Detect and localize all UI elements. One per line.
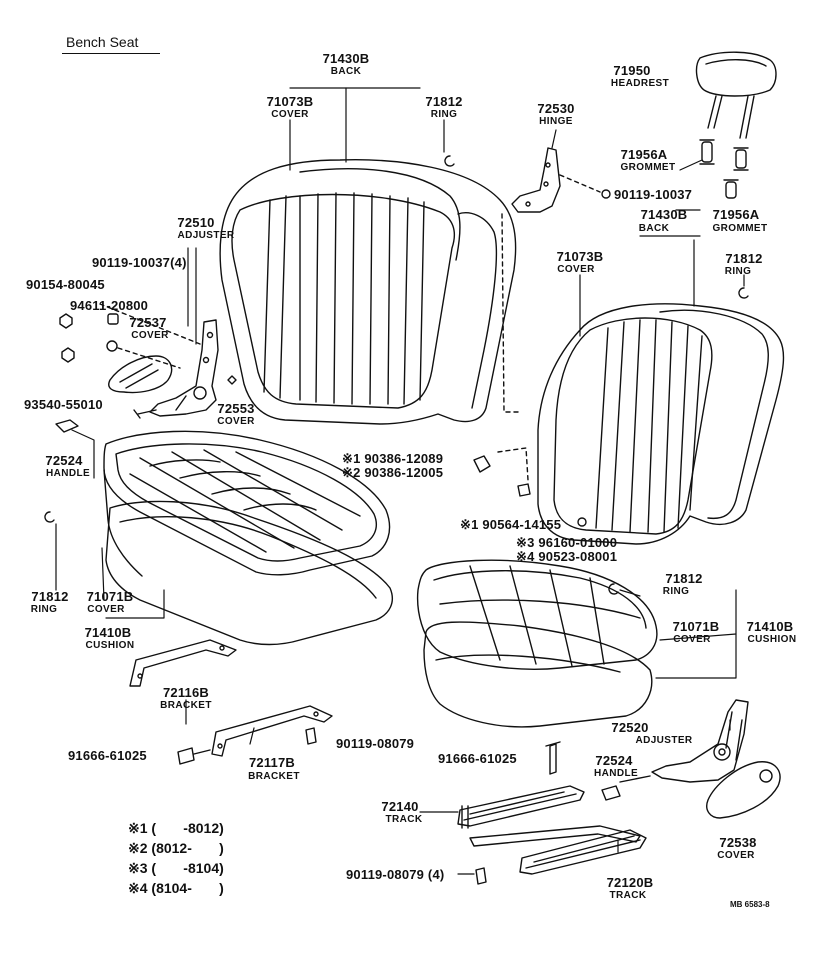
callout-bracket-2-desc: BRACKET — [248, 771, 300, 782]
callout-cover-right-pn: 71073B — [556, 249, 604, 264]
callout-cover-adj-pn: 72537 — [129, 315, 167, 330]
callout-part-s4-pn: ※4 90523-08001 — [516, 549, 618, 564]
callout-ring-right-desc: RING — [724, 266, 752, 277]
seat-back-right — [537, 303, 785, 545]
callout-back-right-desc: BACK — [638, 223, 670, 234]
seat-back-left — [219, 159, 517, 425]
callout-cushion-left-desc: CUSHION — [85, 640, 135, 651]
callout-cover-top-pn: 71073B — [266, 94, 314, 109]
fasteners-right — [473, 455, 621, 885]
callout-ring-right-pn: 71812 — [725, 251, 763, 266]
callout-adjuster-left-pn: 72510 — [177, 215, 215, 230]
callout-handle-right-desc: HANDLE — [593, 768, 639, 779]
callout-bolt-track-pn: 91666-61025 — [438, 751, 517, 766]
callout-cover-cushion-right-desc: COVER — [673, 634, 711, 645]
dashed-connectors — [497, 213, 529, 481]
callout-bracket-1-pn: 72116B — [162, 685, 210, 700]
callout-cover-right-adj-desc: COVER — [717, 850, 755, 861]
callout-cover-cushion-right-pn: 71071B — [672, 619, 720, 634]
callout-bracket-1-desc: BRACKET — [160, 700, 212, 711]
callout-leaders — [55, 87, 745, 875]
callout-grommet-a-pn: 71956A — [620, 147, 668, 162]
callout-bracket-2-pn: 72117B — [248, 755, 296, 770]
callout-track-2-pn: 72120B — [606, 875, 654, 890]
callout-track-1-desc: TRACK — [385, 814, 423, 825]
callout-part-s3-pn: ※3 96160-01000 — [516, 535, 618, 550]
bracket-left-2 — [177, 705, 333, 765]
callout-cover-adj-desc: COVER — [131, 330, 169, 341]
callout-handle-left-desc: HANDLE — [45, 468, 91, 479]
legend-row: ※3 ( -8104) — [128, 860, 224, 876]
callout-cover-cushion-left-desc: COVER — [87, 604, 125, 615]
callout-adjuster-left-desc: ADJUSTER — [177, 230, 235, 241]
callout-ring-cushion-right-pn: 71812 — [665, 571, 703, 586]
fasteners-left — [55, 313, 237, 433]
callout-grommet-a-desc: GROMMET — [620, 162, 676, 173]
callout-adjuster-right-pn: 72520 — [611, 720, 649, 735]
callout-bolt-2-pn: 93540-55010 — [24, 397, 103, 412]
seat-cushion-right — [416, 559, 658, 728]
diagram-title: Bench Seat — [66, 34, 139, 50]
headrest — [695, 51, 777, 139]
diagram-reference: MB 6583-8 — [730, 900, 770, 909]
callout-bolt-hinge-pn: 90119-10037 — [614, 187, 693, 202]
callout-ring-cushion-right-desc: RING — [662, 586, 690, 597]
ring-markers — [44, 155, 749, 595]
callout-headrest-desc: HEADREST — [610, 78, 670, 89]
callout-bolt-track-2-pn: 90119-08079 (4) — [346, 867, 445, 882]
callout-hinge-pn: 72530 — [537, 101, 575, 116]
hinge — [511, 147, 611, 213]
callout-grommet-b-pn: 71956A — [712, 207, 760, 222]
adjuster-cover-left — [108, 355, 173, 394]
callout-cover-right-desc: COVER — [557, 264, 595, 275]
callout-back-top-desc: BACK — [330, 66, 362, 77]
callout-cushion-right-pn: 71410B — [746, 619, 794, 634]
track-72120B — [469, 825, 647, 875]
callout-grommet-b-desc: GROMMET — [712, 223, 768, 234]
callout-ring-top-pn: 71812 — [425, 94, 463, 109]
callout-handle-left-pn: 72524 — [45, 453, 83, 468]
callout-cover-right-adj-pn: 72538 — [719, 835, 757, 850]
callout-hinge-desc: HINGE — [539, 116, 573, 127]
title-underline — [62, 53, 160, 54]
grommets — [699, 139, 749, 199]
callout-track-1-pn: 72140 — [381, 799, 419, 814]
applicability-legend: ※1 ( -8012) ※2 (8012- ) ※3 ( -8104) ※4 (… — [128, 818, 224, 898]
callout-ring-top-desc: RING — [430, 109, 458, 120]
adjuster-right — [619, 699, 749, 783]
callout-part-s2-pn: ※2 90386-12005 — [342, 465, 444, 480]
seat-cushion-left — [103, 430, 394, 646]
legend-row: ※2 (8012- ) — [128, 840, 224, 856]
callout-adjuster-right-desc: ADJUSTER — [635, 735, 693, 746]
callout-bolt-left-pn: 91666-61025 — [68, 748, 147, 763]
callout-track-2-desc: TRACK — [609, 890, 647, 901]
callout-part-s1-pn: ※1 90386-12089 — [342, 451, 444, 466]
callout-cover-small-desc: COVER — [217, 416, 255, 427]
callout-ring-left-desc: RING — [30, 604, 58, 615]
legend-row: ※1 ( -8012) — [128, 820, 224, 836]
callout-handle-right-pn: 72524 — [595, 753, 633, 768]
callout-washer-1-pn: 94611-20800 — [70, 298, 149, 313]
callout-bolt-adjuster-pn: 90119-10037(4) — [92, 255, 187, 270]
callout-cover-small-pn: 72553 — [217, 401, 255, 416]
callout-ring-left-pn: 71812 — [31, 589, 69, 604]
callout-cover-cushion-left-pn: 71071B — [86, 589, 134, 604]
callout-cushion-left-pn: 71410B — [84, 625, 132, 640]
track-72140 — [457, 785, 585, 829]
adjuster-cover-right — [706, 761, 781, 819]
legend-row: ※4 (8104- ) — [128, 880, 224, 896]
callout-back-right-pn: 71430B — [640, 207, 688, 222]
callout-bolt-bracket-pn: 90119-08079 — [336, 736, 415, 751]
callout-cover-top-desc: COVER — [271, 109, 309, 120]
callout-screw-1-pn: 90154-80045 — [26, 277, 105, 292]
bracket-left-1 — [129, 639, 237, 687]
adjuster-left — [99, 303, 219, 419]
callout-part-s1b-pn: ※1 90564-14155 — [460, 517, 562, 532]
callout-back-top-pn: 71430B — [322, 51, 370, 66]
callout-cushion-right-desc: CUSHION — [747, 634, 797, 645]
callout-headrest-pn: 71950 — [613, 63, 651, 78]
